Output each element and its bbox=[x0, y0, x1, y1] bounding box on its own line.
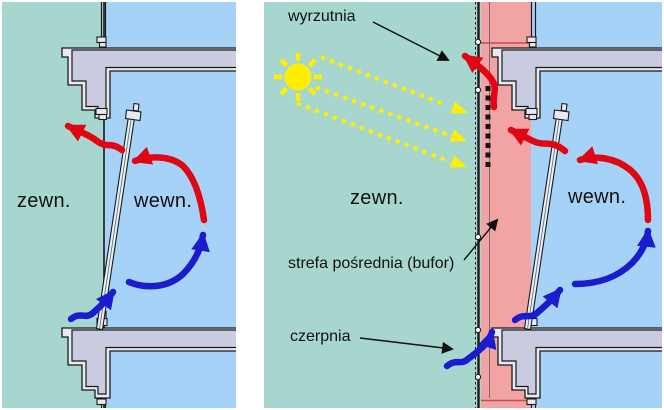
cool-air-circulation-arrow bbox=[571, 227, 656, 288]
sun-icon bbox=[274, 53, 322, 101]
cool-air-into-room-arrow bbox=[511, 286, 564, 324]
solar-blind-dashes bbox=[485, 86, 491, 167]
window-head-detail bbox=[95, 107, 108, 121]
tilted-window-sash bbox=[95, 102, 142, 331]
warm-air-exhaust-arrow bbox=[64, 122, 126, 154]
window-frame-bottom bbox=[526, 398, 537, 408]
warm-air-exhaust-arrow bbox=[461, 52, 498, 111]
cool-air-intake-arrow bbox=[443, 328, 497, 370]
solar-radiation-rays bbox=[296, 55, 468, 168]
left-exterior-label: zewn. bbox=[17, 190, 71, 212]
buffer-label: strefa pośrednia (bufor) bbox=[288, 255, 455, 272]
window-head-detail bbox=[525, 107, 538, 121]
exhaust-label: wyrzutnia bbox=[288, 8, 356, 25]
tilted-window-sash bbox=[523, 102, 570, 331]
right-interior-label: wewn. bbox=[568, 186, 627, 208]
warm-air-rise-arrow bbox=[576, 146, 652, 224]
intake-label: czerpnia bbox=[290, 328, 351, 345]
intake-leader-arrow bbox=[359, 337, 454, 354]
window-frame-top bbox=[526, 2, 537, 48]
cool-air-circulation-arrow bbox=[125, 231, 210, 290]
left-interior-label: wewn. bbox=[134, 190, 193, 212]
exhaust-leader-arrow bbox=[372, 21, 450, 61]
right-exterior-label: zewn. bbox=[350, 187, 404, 209]
window-frame-bottom bbox=[96, 398, 107, 408]
warm-air-into-buffer-arrow bbox=[507, 126, 569, 155]
panel-single-skin-facade bbox=[2, 2, 236, 408]
cool-air-intake-arrow bbox=[67, 288, 117, 323]
panel-double-skin-facade bbox=[264, 2, 662, 408]
buffer-leader-arrow bbox=[463, 218, 499, 261]
warm-air-rise-arrow bbox=[131, 146, 208, 224]
window-frame-top bbox=[96, 2, 107, 48]
